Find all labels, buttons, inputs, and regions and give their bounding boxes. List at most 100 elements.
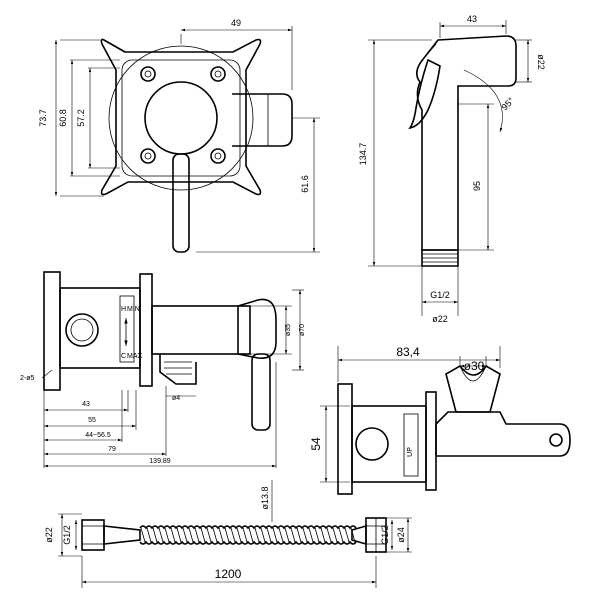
flange-left (43, 271, 61, 391)
hose-left-sleeve (103, 525, 141, 545)
dim-73-7: 73.7 (38, 109, 48, 127)
hose-top-edge (139, 525, 357, 530)
hose-coil-segment (242, 527, 248, 543)
dim-dia-13-8: ø13.8 (260, 486, 270, 509)
hose-coil-segment (170, 527, 176, 543)
screw-hole-bottom-left (140, 148, 156, 164)
hose-coil-segment (164, 527, 170, 543)
valve-handle (172, 153, 190, 253)
dim-43: 43 (467, 14, 477, 24)
dim-1200: 1200 (215, 567, 242, 581)
screw-hole-bottom-right (210, 148, 226, 164)
dim-43-side: 43 (82, 401, 90, 408)
hose-coil-segment (344, 527, 350, 543)
hose-coil-segment (314, 527, 320, 543)
hose-coil-segment (188, 527, 194, 543)
dim-60-8: 60.8 (58, 109, 68, 127)
label-min: MIN (127, 306, 140, 313)
dim-79: 79 (108, 446, 116, 453)
hose-coil-segment (260, 527, 266, 543)
hose-coil-segment (182, 527, 188, 543)
hose-left-nut (81, 519, 105, 551)
hose-coil-segment (146, 527, 152, 543)
hose-coil-segment (254, 527, 260, 543)
valve-knob (144, 81, 218, 155)
hose-coil-segment (332, 527, 338, 543)
screw-hole-top-left (140, 66, 156, 82)
hose-coils (139, 525, 357, 545)
valve-body (151, 305, 251, 355)
outer-flange-circle (108, 45, 254, 191)
hose-coil-segment (236, 527, 242, 543)
holder-assembly-view: UP 83,4 ø30 54 (309, 345, 571, 495)
dim-dia-22-top: ø22 (536, 54, 546, 70)
label-max: MAX (127, 353, 143, 360)
dim-44-56-5: 44~56.5 (85, 432, 111, 439)
dim-dia-22-base: ø22 (432, 314, 448, 324)
hose-view: ø22 G1/2 ø13.8 G1/2 ø24 1200 (44, 480, 412, 588)
flange-right (139, 273, 153, 387)
dim-139-89: 139.89 (149, 458, 171, 465)
outlet-body (232, 93, 293, 147)
hose-coil-segment (230, 527, 236, 543)
hose-coil-segment (272, 527, 278, 543)
thread-g12-hose-right: G1/2 (380, 525, 390, 545)
hose-coil-segment (140, 527, 146, 543)
hose-right-sleeve (351, 524, 367, 546)
hose-bottom-edge (139, 540, 357, 545)
dim-dia-70: ø70 (299, 324, 306, 336)
dim-49: 49 (231, 18, 241, 28)
hose-coil-segment (206, 527, 212, 543)
inlet-port (65, 313, 99, 347)
hose-coil-segment (176, 527, 182, 543)
dim-95: 95 (472, 181, 482, 191)
hose-coil-segment (194, 527, 200, 543)
hose-coil-segment (200, 527, 206, 543)
dim-2-dia-5: 2-ø5 (20, 375, 35, 382)
holder-valve-body (435, 411, 571, 457)
dim-dia-35: ø35 (285, 324, 292, 336)
valve-side-view: H MIN C MAX ø35 ø70 2-ø5 ø4 43 55 (20, 271, 306, 468)
dim-57-2: 57.2 (76, 109, 86, 127)
holder-housing (351, 405, 427, 483)
holder-valve-screw (549, 433, 563, 447)
thread-g12-hose-left: G1/2 (62, 525, 72, 545)
spray-head-body (416, 35, 517, 251)
dim-dia-22-hose: ø22 (44, 527, 54, 543)
hose-coil-segment (284, 527, 290, 543)
mounting-plate-top-view: 49 73.7 60.8 57.2 61.6 (38, 18, 320, 253)
valve-lever (251, 353, 271, 431)
label-c: C (121, 353, 126, 360)
holder-flange-left (337, 383, 353, 495)
hose-coil-segment (290, 527, 296, 543)
hose-coil-segment (320, 527, 326, 543)
spray-head-view: 43 ø22 95° 134.7 95 G1/2 ø22 (358, 14, 546, 324)
spray-trigger (408, 58, 441, 130)
screw-hole-top-right (210, 66, 226, 82)
dim-dia-24: ø24 (396, 527, 406, 543)
dim-55: 55 (88, 417, 96, 424)
dim-83-4: 83,4 (396, 345, 420, 359)
hose-coil-segment (338, 527, 344, 543)
hose-outlet (159, 354, 197, 385)
inner-box (121, 59, 241, 177)
label-up: UP (407, 447, 414, 457)
holder-flange-right (425, 391, 437, 491)
hose-coil-segment (278, 527, 284, 543)
hose-coil-segment (218, 527, 224, 543)
hose-coil-segment (266, 527, 272, 543)
valve-cap (237, 298, 277, 359)
hose-coil-segment (302, 527, 308, 543)
hose-coil-segment (212, 527, 218, 543)
hose-coil-segment (326, 527, 332, 543)
hose-coil-segment (224, 527, 230, 543)
hose-coil-segment (248, 527, 254, 543)
dim-dia-30: ø30 (464, 359, 485, 373)
dim-134-7: 134.7 (358, 143, 368, 166)
holder-indicator-strip (403, 413, 419, 477)
hose-coil-segment (152, 527, 158, 543)
indicator-strip (119, 295, 135, 363)
holder-inlet-port (355, 427, 389, 461)
dim-54: 54 (309, 437, 323, 451)
